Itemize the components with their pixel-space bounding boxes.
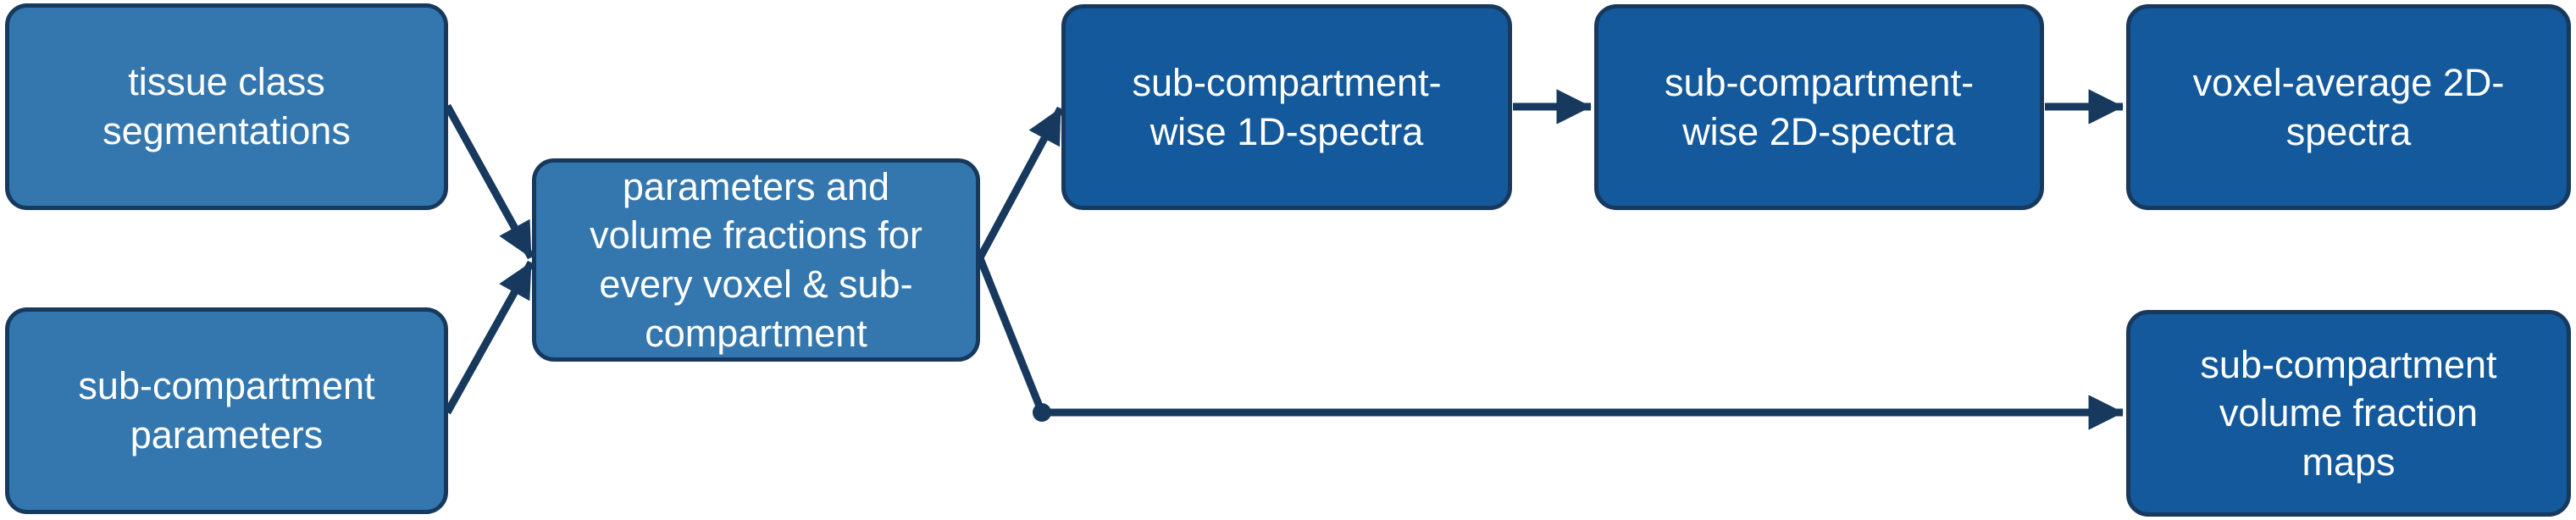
arrow-parameters-to-1d-spectra [976, 106, 1064, 262]
node-label: sub-compartment-wise 1D-spectra [1132, 60, 1442, 153]
arrow-tissue-class-to-parameters [444, 103, 535, 260]
arrow-parameters-to-volume-fraction-maps [976, 257, 2124, 430]
node-voxel-average-2d-spectra: voxel-average 2D-spectra [2126, 4, 2571, 210]
node-label: sub-compartment-wise 2D-spectra [1664, 60, 1975, 153]
node-sub-compartment-wise-2d-spectra: sub-compartment-wise 2D-spectra [1594, 4, 2044, 210]
node-label: voxel-average 2D-spectra [2192, 60, 2505, 153]
elbow-joint-dot [1033, 403, 1051, 422]
arrow-sub-compartment-params-to-parameters [444, 260, 535, 415]
node-sub-compartment-wise-1d-spectra: sub-compartment-wise 1D-spectra [1061, 4, 1512, 210]
